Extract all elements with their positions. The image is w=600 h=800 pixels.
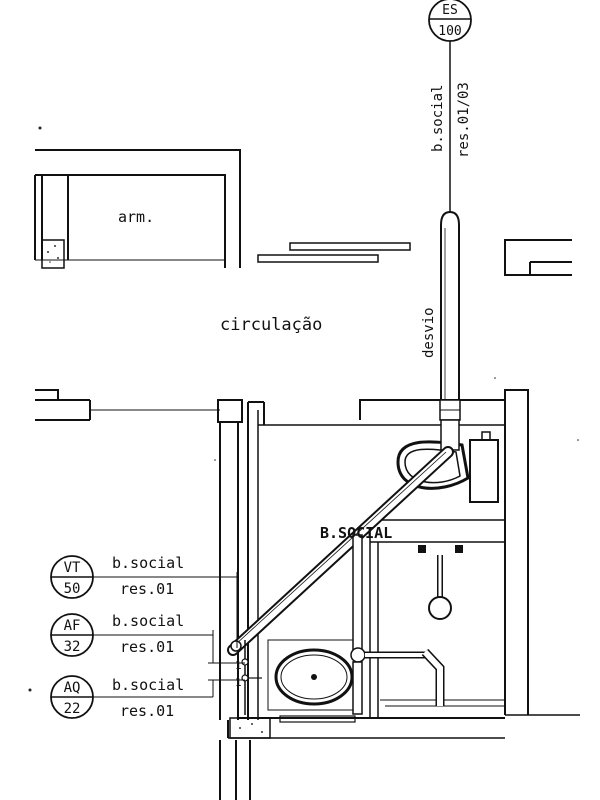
bathroom-column: [229, 717, 271, 739]
vent-pipe-end: [230, 640, 242, 652]
shower-valve-right: [455, 545, 463, 553]
aq-tag: AQ 22 b.social res.01: [50, 675, 245, 720]
es-label-line2: res.01/03: [456, 82, 472, 158]
bathroom-walls: [217, 389, 580, 800]
marker-1-lower: 1: [235, 676, 242, 689]
vt-tag-code: VT: [64, 560, 81, 576]
aq-tag-number: 22: [64, 701, 81, 717]
vt-tag-line1: b.social: [112, 554, 184, 572]
room-label-arm: arm.: [118, 208, 154, 226]
af-tag-number: 32: [64, 639, 81, 655]
es-label-line1: b.social: [430, 85, 446, 152]
shower-drain: [428, 596, 452, 620]
aq-tag-line1: b.social: [112, 676, 184, 694]
door-threshold: [279, 715, 356, 723]
es-tag-code: ES: [442, 3, 458, 18]
shower-area: [369, 519, 505, 718]
room-label-circulacao: circulação: [220, 315, 322, 335]
washbasin: [267, 639, 359, 711]
marker-1-upper: 1: [235, 659, 242, 672]
desvio-pipe: [440, 210, 460, 401]
af-tag-line2: res.01: [120, 638, 174, 656]
desvio-label: desvio: [421, 307, 437, 358]
wall-left-middle: [35, 389, 220, 421]
shower-valve-left: [418, 545, 426, 553]
column-hatch: [47, 245, 59, 263]
supply-pipes: [241, 640, 262, 715]
af-tag-code: AF: [64, 618, 81, 634]
af-tag-line1: b.social: [112, 612, 184, 630]
door-leaf-upper: [289, 242, 411, 251]
wall-right-fragment: [504, 239, 572, 276]
vt-tag: VT 50 b.social res.01: [50, 554, 238, 648]
af-tag: AF 32 b.social res.01: [50, 612, 245, 664]
room-label-bsocial: B.SOCIAL: [320, 524, 392, 542]
es-tag: ES 100: [428, 0, 472, 42]
aq-tag-code: AQ: [64, 680, 81, 696]
wardrobe-column: [41, 239, 65, 269]
aq-tag-line2: res.01: [120, 702, 174, 720]
sink-drain-pipe: [350, 534, 445, 715]
vt-tag-line2: res.01: [120, 580, 174, 598]
es-tag-number: 100: [438, 24, 461, 39]
bathroom-column-hatch: [239, 723, 263, 733]
door-leaf-lower: [257, 254, 379, 263]
wardrobe-walls: [34, 149, 241, 268]
vt-tag-number: 50: [64, 581, 81, 597]
scan-specks: [28, 126, 579, 692]
